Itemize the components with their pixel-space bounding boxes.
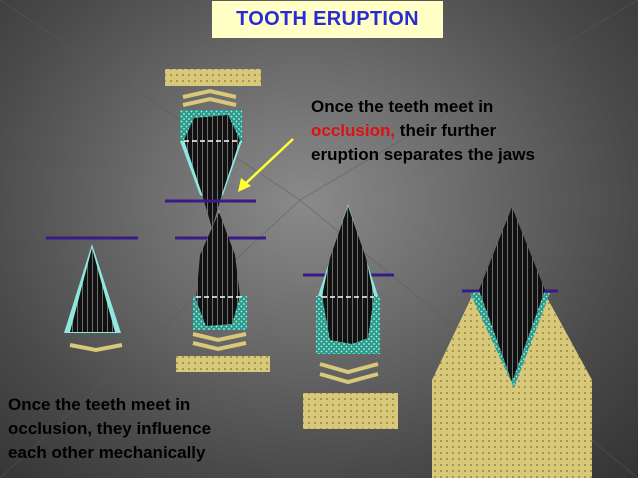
occlusion-annotation: Once the teeth meet in occlusion, their … <box>311 95 611 167</box>
tooth-crown <box>479 207 545 382</box>
stage-2-upper-tooth <box>165 69 261 228</box>
bone-chevron <box>192 341 247 352</box>
annotation-line: occlusion, they influence <box>8 419 212 438</box>
bone-chevron <box>182 88 237 99</box>
tooth-crown <box>322 206 374 344</box>
annotation-line: eruption separates the jaws <box>311 145 535 164</box>
annotation-arrow <box>238 138 294 192</box>
upper-bone <box>165 69 261 86</box>
mechanical-annotation: Once the teeth meet in occlusion, they i… <box>8 393 288 465</box>
slide-title: TOOTH ERUPTION <box>212 1 443 38</box>
annotation-line: Once the teeth meet in <box>311 97 494 116</box>
alveolar-bone <box>432 292 592 478</box>
bone-chevron <box>182 96 237 107</box>
stage-1-tooth <box>46 236 138 353</box>
stage-3-tooth <box>303 204 398 429</box>
annotation-line: Once the teeth meet in <box>8 395 191 414</box>
occlusion-highlight: occlusion, <box>311 121 396 140</box>
bone-chevron <box>319 362 379 375</box>
annotation-line: occlusion, their further <box>311 119 611 143</box>
annotation-text: their further <box>395 121 497 140</box>
stage-4-tooth <box>432 207 592 478</box>
tooth-crown <box>184 115 240 228</box>
bone-chevron <box>319 372 379 385</box>
stage-2-lower-tooth <box>175 210 270 372</box>
annotation-line: each other mechanically <box>8 443 206 462</box>
lower-bone <box>303 393 398 429</box>
tooth-crown <box>196 212 240 326</box>
bone-chevron <box>192 332 247 343</box>
lower-bone <box>176 356 270 372</box>
bone-chevron <box>69 343 123 353</box>
tooth-crown <box>70 248 115 332</box>
